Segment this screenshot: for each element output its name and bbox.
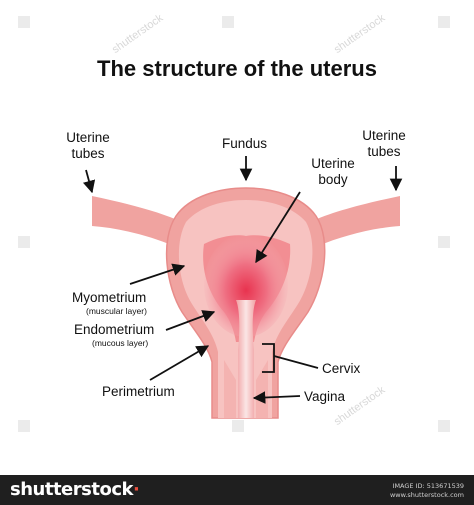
label-uterine-body: Uterine body (311, 156, 355, 187)
arrow-myometrium (129, 263, 186, 285)
watermark-mark (18, 16, 30, 28)
left-uterine-tube (92, 196, 182, 246)
label-endometrium: Endometrium (74, 322, 155, 337)
label-uterine-tubes-left: Uterine tubes (66, 130, 110, 161)
label-perimetrium: Perimetrium (102, 384, 175, 399)
label-cervix: Cervix (322, 361, 361, 376)
cervical-canal (236, 300, 256, 418)
watermark-mark (438, 16, 450, 28)
label-myometrium: Myometrium (72, 290, 147, 305)
label-endometrium-sub: (mucous layer) (92, 338, 149, 348)
site-url: www.shutterstock.com (389, 491, 464, 499)
arrow-uterine-body (255, 191, 301, 264)
watermark-mark (18, 420, 30, 432)
watermark-mark (232, 420, 244, 432)
watermark-mark (438, 236, 450, 248)
label-vagina: Vagina (304, 389, 346, 404)
arrow-endometrium (165, 310, 216, 331)
watermark-mark (18, 236, 30, 248)
watermark-mark (438, 420, 450, 432)
uterus-diagram: The structure of the uterus shutterstock… (18, 12, 450, 432)
shutterstock-logo: shutterstock· (10, 479, 140, 500)
arrow-perimetrium (149, 345, 210, 381)
cervix-leader (273, 355, 319, 369)
label-myometrium-sub: (muscular layer) (86, 306, 147, 316)
diagram-title: The structure of the uterus (97, 56, 377, 81)
arrow-vagina (252, 391, 301, 404)
stock-footer: shutterstock· IMAGE ID: 513671539 www.sh… (0, 475, 474, 505)
label-fundus: Fundus (222, 136, 268, 151)
cervix-bracket (262, 343, 275, 373)
image-id: IMAGE ID: 513671539 (392, 482, 464, 490)
watermark-mark (222, 16, 234, 28)
vaginal-wall (224, 360, 236, 418)
arrow-left-tube (82, 169, 96, 194)
uterus-illustration (82, 156, 403, 419)
right-uterine-tube (310, 196, 400, 246)
label-uterine-tubes-right: Uterine tubes (362, 128, 406, 159)
